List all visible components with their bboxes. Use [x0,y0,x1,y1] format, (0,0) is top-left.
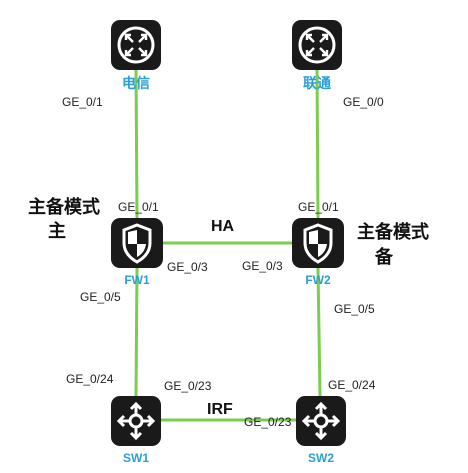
link-label-ha: HA [211,218,235,235]
node-label-fw2: FW2 [305,273,331,287]
port-label-sw2-up: GE_0/24 [328,378,376,392]
port-label-r1-down: GE_0/1 [62,95,103,109]
port-label-r2-down: GE_0/0 [343,95,384,109]
role-label-fw2-mode: 主备模式 [357,222,429,243]
switch-icon[interactable] [296,396,346,446]
role-label-fw1-mode: 主备模式 [28,197,100,218]
link-r2-fw2 [315,67,320,219]
switch-icon[interactable] [111,396,161,446]
link-label-irf: IRF [207,401,233,418]
port-label-fw1-down: GE_0/5 [80,290,121,304]
port-label-fw2-ha: GE_0/3 [242,259,283,273]
firewall-shield-icon[interactable] [292,218,344,268]
port-label-sw2-irf: GE_0/23 [244,415,292,429]
link-fw1-sw1 [134,267,139,397]
link-fw2-sw2 [316,267,322,397]
port-label-fw1-up: GE_0/1 [118,200,159,214]
router-icon[interactable] [111,20,161,70]
router-icon[interactable] [292,20,342,70]
role-label-fw2-backup: 备 [375,247,393,268]
port-label-fw2-down: GE_0/5 [334,302,375,316]
port-label-fw2-up: GE_0/1 [298,200,339,214]
node-label-fw1: FW1 [124,273,150,287]
role-label-fw1-primary: 主 [48,221,66,242]
node-label-sw2: SW2 [307,451,335,465]
node-label-r2: 联通 [303,75,331,91]
port-label-fw1-ha: GE_0/3 [167,260,208,274]
node-label-sw1: SW1 [122,451,150,465]
port-label-sw1-up: GE_0/24 [66,372,114,386]
link-r1-fw1 [134,67,139,219]
port-label-sw1-irf: GE_0/23 [164,379,212,393]
node-label-r1: 电信 [122,75,150,91]
firewall-shield-icon[interactable] [111,218,163,268]
